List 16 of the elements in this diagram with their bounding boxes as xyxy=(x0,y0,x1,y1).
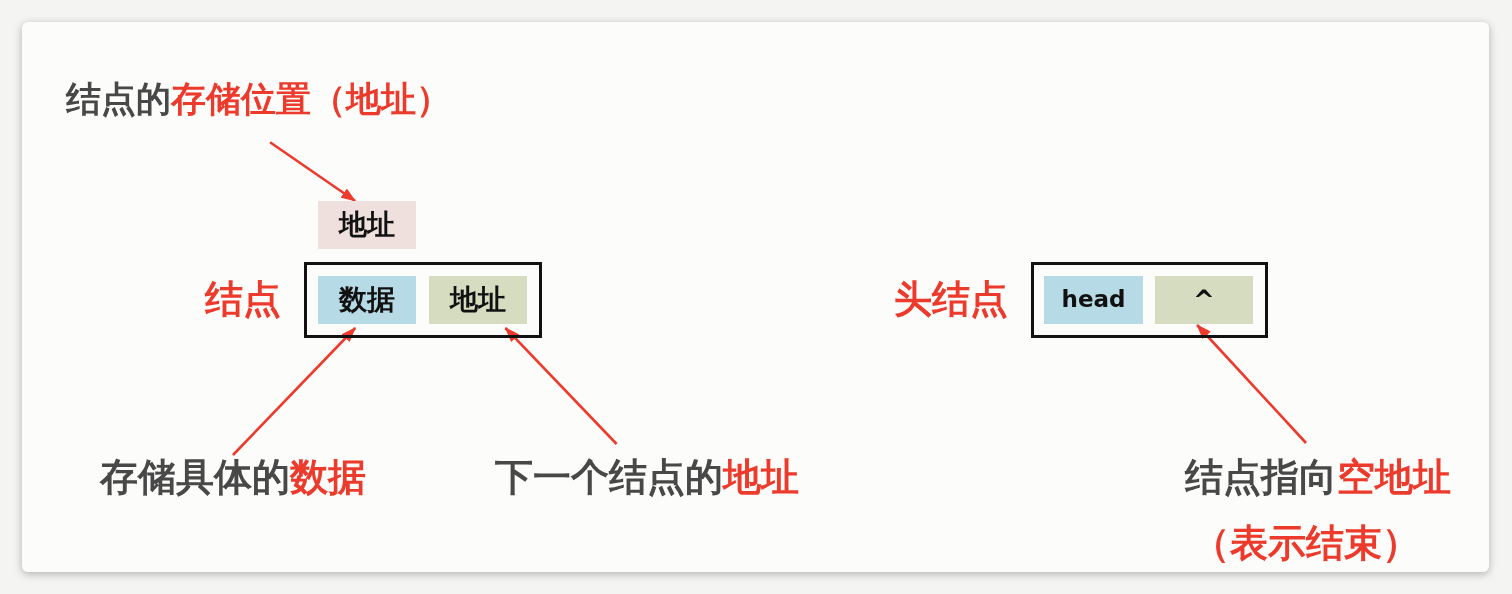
address-box: 地址 xyxy=(318,201,416,249)
annotation-text: 存储具体的数据 xyxy=(100,456,366,500)
arrow xyxy=(232,327,357,456)
arrow xyxy=(504,327,618,445)
arrow xyxy=(1196,324,1307,444)
caption-text: （表示结束） xyxy=(1192,522,1420,566)
data-field-box: 数据 xyxy=(318,276,416,324)
node-heading: 头结点 xyxy=(894,278,1008,322)
arrow xyxy=(269,141,357,203)
annotation-text: 结点指向空地址 xyxy=(1185,456,1451,500)
annotation-text: 下一个结点的地址 xyxy=(495,456,799,500)
pointer-field-box: ^ xyxy=(1155,276,1253,324)
annotation-text: 结点的存储位置（地址） xyxy=(66,79,451,120)
data-field-box: head xyxy=(1044,276,1143,324)
pointer-field-box: 地址 xyxy=(429,276,527,324)
node-heading: 结点 xyxy=(205,278,281,322)
